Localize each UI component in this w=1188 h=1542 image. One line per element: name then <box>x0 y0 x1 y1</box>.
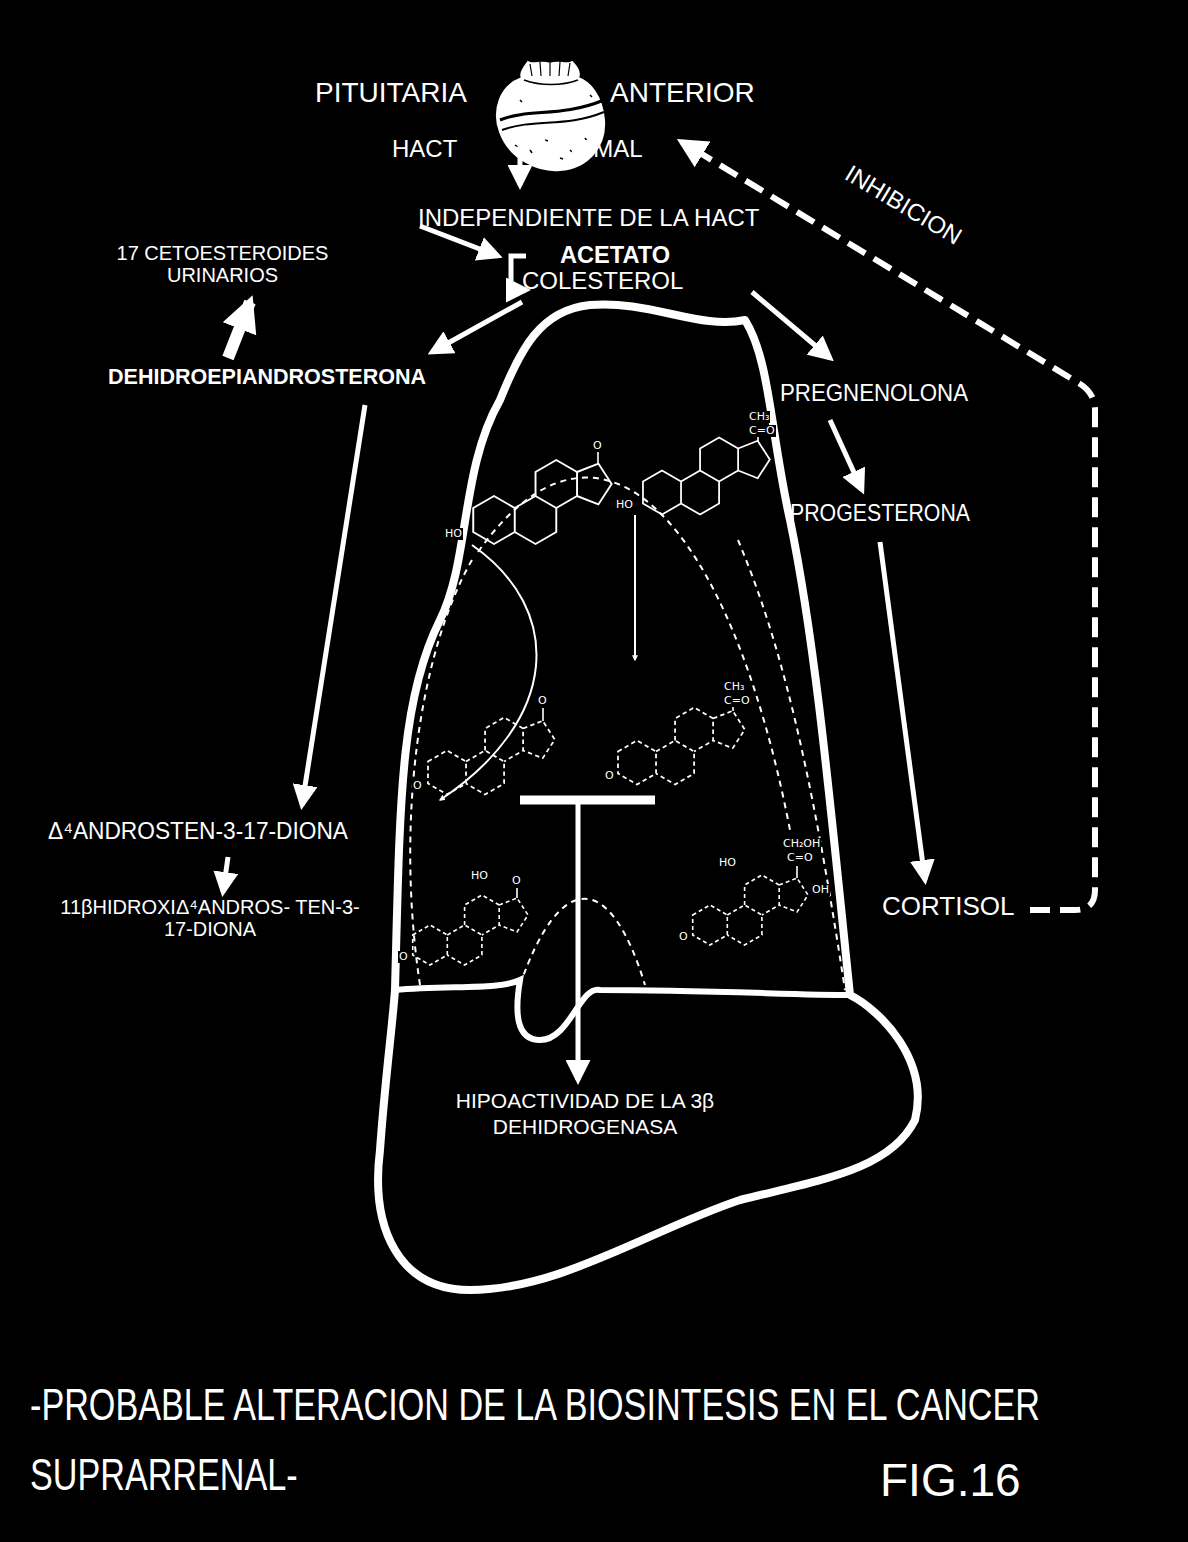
inhibition-label: INHIBICION <box>841 160 967 250</box>
conversion-curves <box>410 478 845 990</box>
atom-label: HO <box>615 499 634 511</box>
atom-label: OH <box>811 884 830 896</box>
atom-label: HO <box>718 857 737 869</box>
enzyme-note: HIPOACTIVIDAD DE LA 3β DEHIDROGENASA <box>415 1088 755 1141</box>
compound-label: DEHIDROEPIANDROSTERONA <box>108 365 426 389</box>
inhibition-bar <box>520 796 655 805</box>
inhibition-feedback <box>682 142 1095 910</box>
atom-label: O <box>412 780 423 792</box>
atom-label: O <box>537 695 548 707</box>
inhibition-stem <box>576 800 581 1080</box>
compound-label: 11βHIDROXIΔ⁴ANDROS- TEN-3-17-DIONA <box>60 896 360 940</box>
figure-number: FIG.16 <box>880 1455 1021 1506</box>
compound-label: Δ⁴ANDROSTEN-3-17-DIONA <box>48 818 348 844</box>
excretion-label: 17 CETOESTEROIDES URINARIOS <box>100 242 345 286</box>
compound-label: PROGESTERONA <box>790 500 970 526</box>
atom-label: C=O <box>786 852 814 864</box>
hormone-label: NORMAL <box>540 136 643 162</box>
compound-label: ACETATO <box>560 242 670 268</box>
atom-label: C=O <box>723 695 751 707</box>
adrenal-gland: HIPOACTIVIDAD DE LA 3β DEHIDROGENASA <box>360 290 940 1310</box>
atom-label: O <box>511 875 522 887</box>
gland-outline <box>360 290 940 1310</box>
compound-label: PREGNENOLONA <box>780 380 968 406</box>
atom-label: C=O <box>748 425 776 437</box>
figure-caption: -PROBABLE ALTERACION DE LA BIOSINTESIS E… <box>30 1370 1188 1511</box>
hormone-label: HACT <box>392 136 457 162</box>
atom-label: O <box>398 951 409 963</box>
atom-label: O <box>592 440 603 452</box>
excretion-arrow <box>228 302 250 358</box>
atom-label: O <box>678 931 689 943</box>
atom-label: CH₃ <box>748 411 770 423</box>
atom-label: CH₂OH <box>782 838 821 850</box>
atom-label: HO <box>470 870 489 882</box>
compound-label: COLESTEROL <box>522 268 683 294</box>
atom-label: CH₃ <box>723 681 745 693</box>
region-label: ANTERIOR <box>610 78 755 109</box>
pathway-note: INDEPENDIENTE DE LA HACT <box>418 205 759 231</box>
atom-label: O <box>604 770 615 782</box>
region-label: PITUITARIA <box>315 78 467 109</box>
steroid-structures <box>413 428 808 965</box>
atom-label: HO <box>444 528 463 540</box>
compound-label: CORTISOL <box>882 892 1014 921</box>
